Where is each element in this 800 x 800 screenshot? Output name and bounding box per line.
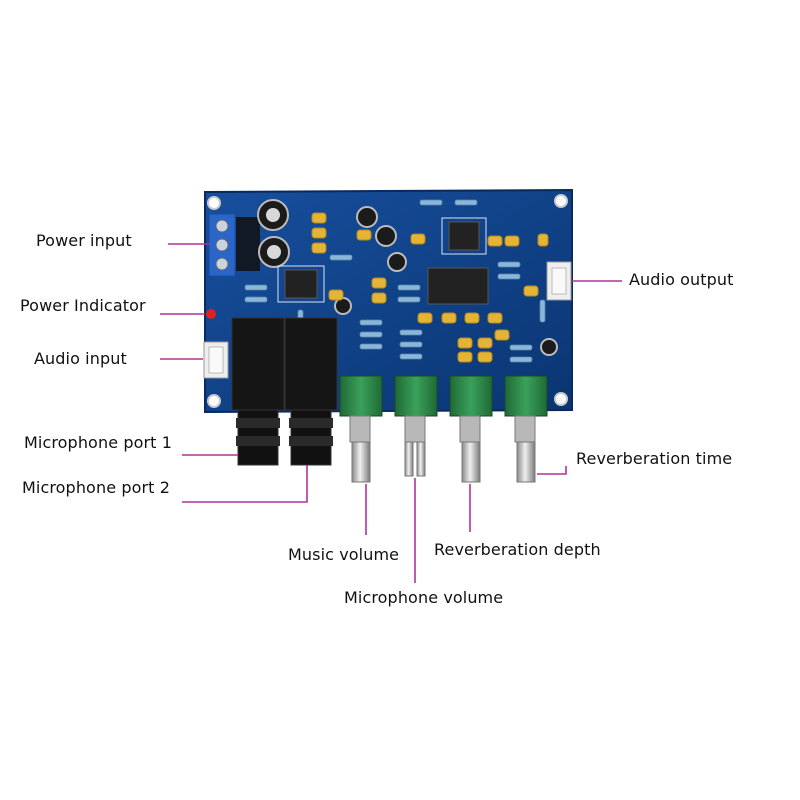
ic-chip bbox=[284, 269, 318, 299]
microphone-jack-2 bbox=[284, 317, 338, 466]
resistors bbox=[244, 199, 546, 363]
label-power-input: Power input bbox=[36, 231, 132, 250]
leader-line-reverberation-time bbox=[537, 466, 567, 475]
label-reverberation-time: Reverberation time bbox=[576, 449, 733, 468]
label-microphone-port-1: Microphone port 1 bbox=[24, 433, 172, 452]
power-led bbox=[206, 309, 216, 319]
ic-chip bbox=[427, 267, 489, 305]
label-audio-input: Audio input bbox=[34, 349, 127, 368]
leader-lines bbox=[160, 243, 622, 583]
capacitors bbox=[281, 212, 549, 383]
label-reverberation-depth: Reverberation depth bbox=[434, 540, 601, 559]
leader-line-microphone-port-2 bbox=[182, 465, 308, 503]
ic-chip bbox=[448, 221, 480, 251]
mounting-hole bbox=[207, 394, 221, 408]
potentiometer-reverberation-time bbox=[504, 375, 548, 483]
mounting-hole bbox=[207, 196, 221, 210]
microphone-jack-1 bbox=[231, 317, 285, 466]
potentiometer-reverberation-depth bbox=[449, 375, 493, 483]
potentiometer-music-volume bbox=[339, 375, 383, 483]
label-microphone-port-2: Microphone port 2 bbox=[22, 478, 170, 497]
mounting-hole bbox=[554, 392, 568, 406]
label-power-indicator: Power Indicator bbox=[20, 296, 146, 315]
potentiometer-microphone-volume bbox=[394, 375, 438, 477]
mounting-hole bbox=[554, 194, 568, 208]
label-microphone-volume: Microphone volume bbox=[344, 588, 504, 607]
label-music-volume: Music volume bbox=[288, 545, 400, 564]
label-audio-output: Audio output bbox=[629, 270, 734, 289]
